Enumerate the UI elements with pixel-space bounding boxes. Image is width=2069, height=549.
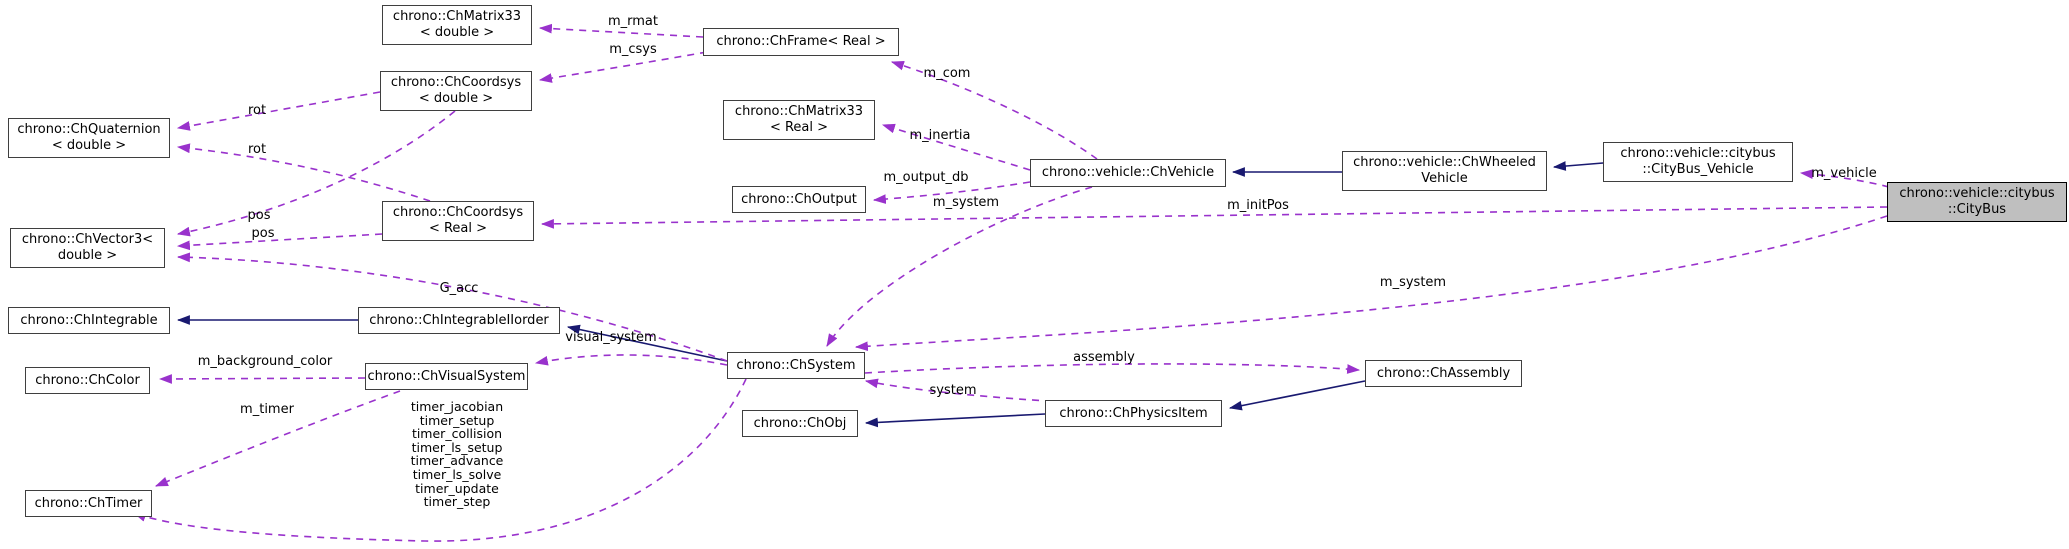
edge-m-system-citybus: [854, 215, 1888, 352]
edge-label-m-csys: m_csys: [609, 42, 657, 57]
edge-m-timer: [154, 390, 401, 487]
class-node-chwheeledvehicle[interactable]: chrono::vehicle::ChWheeled Vehicle: [1342, 151, 1547, 191]
edge-label-g-acc: G_acc: [439, 281, 479, 296]
edge-m-system-vehicle: [826, 186, 1093, 347]
class-node-chassembly[interactable]: chrono::ChAssembly: [1365, 360, 1522, 387]
edge-visual-system: [534, 354, 728, 366]
edge-label-m-system-2: m_system: [1379, 275, 1447, 290]
edge-m-output-db: [872, 181, 1031, 204]
class-node-citybus-vehicle[interactable]: chrono::vehicle::citybus ::CityBus_Vehic…: [1603, 142, 1793, 182]
edge-pos1: [176, 110, 456, 237]
edge-label-visual-system: visual_system: [565, 330, 657, 345]
edge-physics-to-obj: [864, 413, 1046, 428]
timer-member: timer_jacobian: [410, 399, 504, 414]
edge-assembly-to-physics: [1228, 380, 1366, 411]
edge-label-pos-2: pos: [251, 226, 275, 241]
class-node-chintegrableiiorder[interactable]: chrono::ChIntegrableIIorder: [358, 307, 560, 334]
edge-label-assembly: assembly: [1073, 350, 1135, 365]
edge-label-m-rmat: m_rmat: [607, 14, 659, 29]
class-node-chcoordsys-real[interactable]: chrono::ChCoordsys < Real >: [382, 201, 534, 241]
class-node-choutput[interactable]: chrono::ChOutput: [732, 186, 866, 213]
edge-label-m-system-1: m_system: [932, 195, 1000, 210]
class-node-chcolor[interactable]: chrono::ChColor: [25, 367, 150, 394]
class-node-chmatrix33-real[interactable]: chrono::ChMatrix33 < Real >: [723, 100, 875, 140]
edge-rot1: [176, 91, 381, 131]
class-node-chcoordsys-double[interactable]: chrono::ChCoordsys < double >: [380, 71, 532, 111]
class-node-chphysicsitem[interactable]: chrono::ChPhysicsItem: [1045, 400, 1222, 427]
edge-rot2: [176, 143, 431, 202]
edge-g-acc: [176, 252, 728, 362]
class-node-chtimer[interactable]: chrono::ChTimer: [25, 490, 152, 517]
class-node-chframe[interactable]: chrono::ChFrame< Real >: [703, 28, 899, 56]
edge-pos2: [176, 233, 383, 251]
edge-label-m-initpos: m_initPos: [1227, 198, 1289, 213]
edge-m-background-color: [158, 374, 366, 384]
timer-member: timer_step: [423, 494, 491, 510]
class-node-chvisualsystem[interactable]: chrono::ChVisualSystem: [365, 363, 528, 390]
edge-label-m-com: m_com: [923, 66, 971, 81]
timer-member: timer_ls_setup: [411, 439, 503, 455]
edge-m-csys: [538, 51, 708, 83]
edge-assembly-label: [864, 363, 1361, 374]
edge-label-m-vehicle: m_vehicle: [1811, 166, 1877, 181]
edge-m-com: [890, 60, 1098, 160]
class-node-chsystem[interactable]: chrono::ChSystem: [727, 352, 865, 379]
edge-m-rmat: [538, 23, 704, 38]
timer-member: timer_setup: [419, 412, 495, 428]
edge-m-vehicle: [1799, 169, 1890, 188]
timer-member: timer_ls_solve: [412, 466, 502, 482]
edge-label-system: system: [929, 383, 977, 398]
edge-label-timer-members: timer_jacobian timer_setup timer_collisi…: [411, 400, 504, 509]
class-node-chintegrable[interactable]: chrono::ChIntegrable: [8, 307, 170, 334]
edge-label-rot-2: rot: [247, 142, 267, 157]
edge-label-m-inertia: m_inertia: [909, 128, 971, 143]
class-node-chvehicle[interactable]: chrono::vehicle::ChVehicle: [1030, 159, 1226, 187]
edge-citybusvehicle-to-wheeled: [1552, 161, 1604, 171]
edge-label-m-output-db: m_output_db: [883, 170, 969, 185]
class-node-chquaternion[interactable]: chrono::ChQuaternion < double >: [8, 118, 170, 158]
edge-label-rot-1: rot: [247, 103, 267, 118]
edge-system-to-iiorder: [566, 324, 728, 362]
edge-label-m-timer: m_timer: [240, 402, 294, 417]
timer-member: timer_advance: [410, 453, 504, 469]
edge-m-initpos: [540, 206, 1888, 229]
edge-label-pos-1: pos: [247, 208, 271, 223]
class-node-chmatrix33-double[interactable]: chrono::ChMatrix33 < double >: [382, 5, 532, 45]
class-node-chvector3[interactable]: chrono::ChVector3< double >: [10, 228, 165, 268]
timer-member: timer_update: [415, 480, 499, 496]
edge-timers: [132, 378, 747, 542]
edge-label-m-background-color: m_background_color: [197, 354, 333, 369]
class-node-citybus-main[interactable]: chrono::vehicle::citybus ::CityBus: [1887, 182, 2067, 222]
timer-member: timer_collision: [411, 426, 503, 442]
class-node-chobj[interactable]: chrono::ChObj: [742, 410, 858, 437]
